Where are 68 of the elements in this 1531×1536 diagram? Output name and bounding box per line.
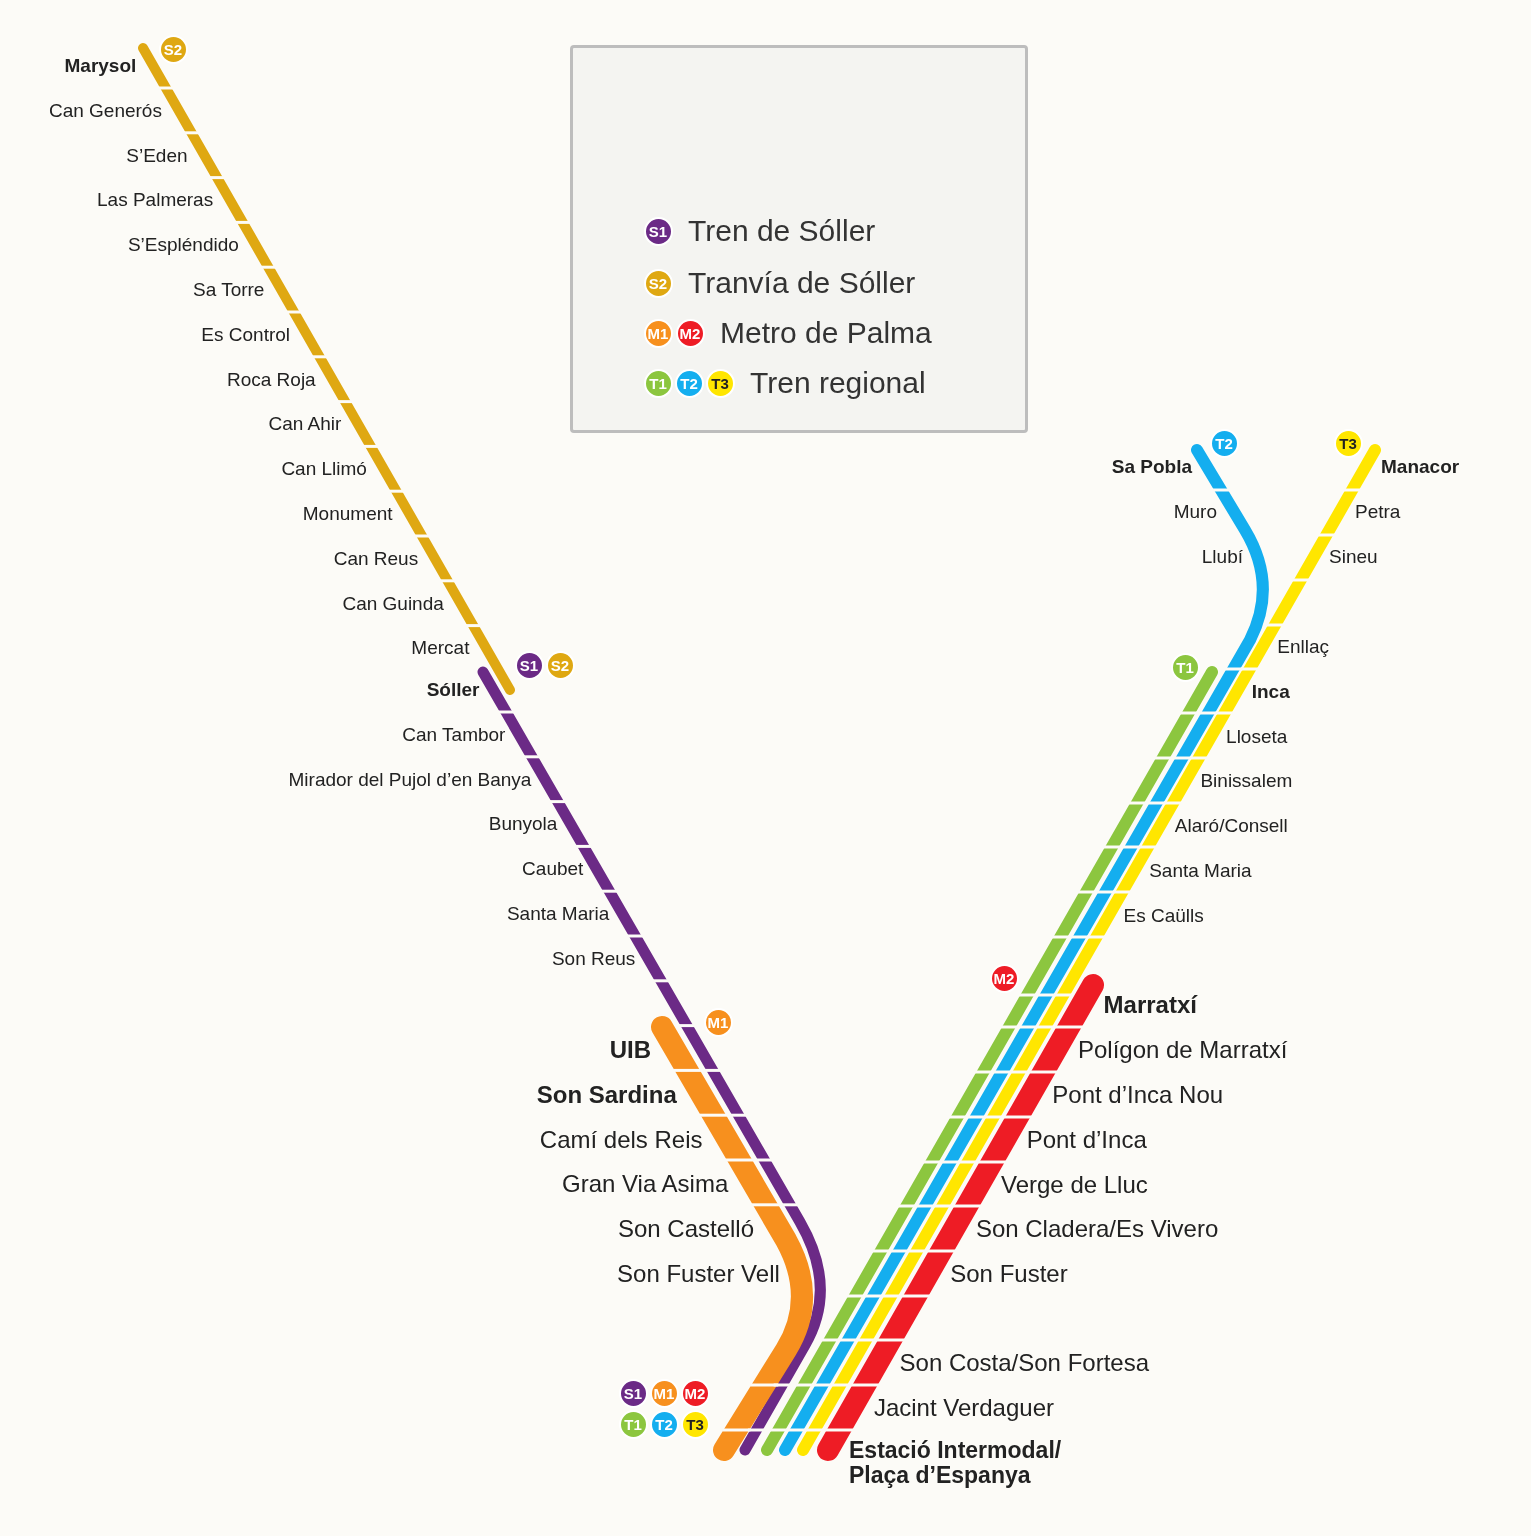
- station-label: Manacor: [1381, 456, 1460, 478]
- station-label: Son Cladera/Es Vivero: [975, 1215, 1219, 1243]
- station-label: Es Caülls: [1123, 905, 1204, 927]
- station-label: Inca: [1251, 681, 1290, 703]
- station-label: Sóller: [426, 679, 480, 701]
- station-label: Verge de Lluc: [1001, 1171, 1148, 1199]
- station-label: Marratxí: [1103, 991, 1197, 1019]
- station-label: Sineu: [1329, 546, 1378, 568]
- station-label: Son Costa/Son Fortesa: [899, 1349, 1149, 1377]
- station-label: Es Control: [201, 324, 291, 346]
- line-badge: M1: [703, 1007, 733, 1037]
- legend-label: Tren regional: [750, 366, 926, 400]
- station-label: Pont d’Inca Nou: [1052, 1081, 1224, 1109]
- line-badge: T2: [649, 1409, 679, 1439]
- line-badge: T1: [618, 1409, 648, 1439]
- station-label: Pont d’Inca: [1026, 1126, 1147, 1154]
- line-badge: M2: [680, 1378, 710, 1408]
- station-label: S’Espléndido: [127, 234, 239, 256]
- station-label: Can Llimó: [281, 458, 367, 480]
- station-label: Son Reus: [551, 948, 636, 970]
- line-badge: S1: [514, 650, 544, 680]
- station-label: Santa Maria: [1149, 860, 1252, 882]
- station-label: Muro: [1173, 501, 1217, 523]
- legend-label: Tranvía de Sóller: [688, 266, 916, 300]
- line-badge: M2: [989, 963, 1019, 993]
- station-label: Enllaç: [1277, 636, 1330, 658]
- line-badge: S2: [545, 650, 575, 680]
- station-label: Binissalem: [1200, 770, 1293, 792]
- station-label: Son Fuster: [950, 1260, 1068, 1288]
- station-label: Monument: [302, 503, 393, 525]
- station-label: Petra: [1355, 501, 1401, 523]
- line-badge: S1: [618, 1378, 648, 1408]
- station-label: Alaró/Consell: [1174, 815, 1288, 837]
- legend-label: Tren de Sóller: [688, 214, 876, 248]
- station-label: Sa Torre: [192, 279, 265, 301]
- station-label: Roca Roja: [226, 369, 316, 391]
- station-label: Son Fuster Vell: [617, 1260, 780, 1288]
- station-label: Lloseta: [1226, 726, 1288, 748]
- line-badge: T3: [680, 1409, 710, 1439]
- station-label: Son Castelló: [617, 1216, 755, 1243]
- station-label: Son Sardina: [536, 1081, 677, 1108]
- station-label: Can Tambor: [402, 724, 506, 746]
- station-label: Santa Maria: [506, 903, 610, 925]
- station-label: Can Guinda: [342, 593, 444, 615]
- station-label: Gran Via Asima: [561, 1171, 729, 1198]
- station-label: Bunyola: [488, 813, 558, 835]
- line-badge: T1: [1170, 652, 1200, 682]
- station-label: Jacint Verdaguer: [873, 1394, 1054, 1422]
- station-label: Marysol: [64, 55, 137, 77]
- line-badge: T2: [1209, 428, 1239, 458]
- line-badge: M1: [649, 1378, 679, 1408]
- station-label: Sa Pobla: [1111, 456, 1192, 478]
- legend-label: Metro de Palma: [720, 316, 932, 350]
- station-label: Caubet: [522, 858, 584, 880]
- station-label: Camí dels Reis: [539, 1126, 703, 1153]
- station-label: UIB: [609, 1036, 651, 1064]
- station-label: S’Eden: [126, 145, 188, 167]
- station-label: Mercat: [411, 637, 470, 659]
- station-label: Polígon de Marratxí: [1077, 1036, 1288, 1064]
- line-badge: T3: [1333, 428, 1363, 458]
- station-label: Can Ahir: [268, 413, 342, 435]
- station-label: Can Reus: [333, 548, 419, 570]
- station-label: Llubí: [1201, 546, 1243, 568]
- station-label: Las Palmeras: [97, 189, 214, 211]
- line-badge: S2: [158, 34, 188, 64]
- station-label: Mirador del Pujol d’en Banya: [288, 769, 532, 791]
- station-label: Estació Intermodal/ Plaça d’Espanya: [849, 1437, 1063, 1489]
- station-label: Can Generós: [48, 100, 162, 122]
